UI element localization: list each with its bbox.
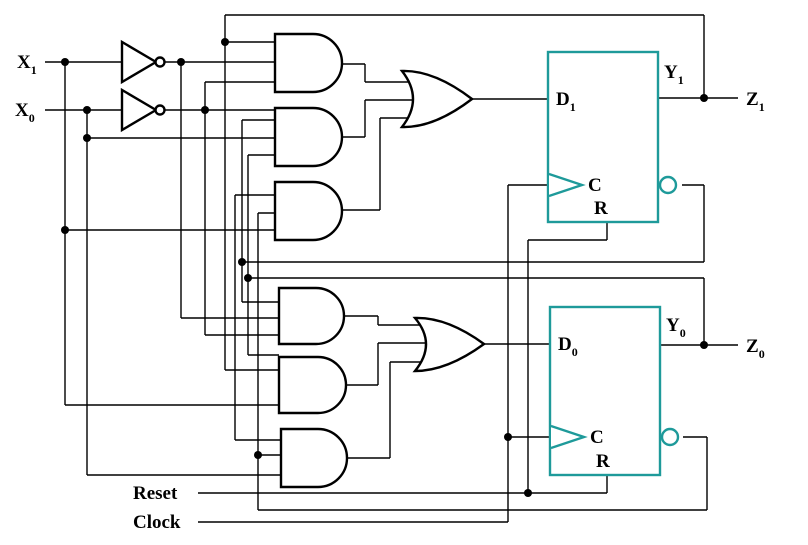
ff1-clock-label: C [588, 175, 602, 196]
input-label-x1: X1 [17, 52, 37, 77]
not-gate-x1 [120, 39, 166, 85]
and-gate-1 [273, 32, 344, 94]
wires [45, 14, 738, 523]
and-gate-2 [273, 106, 344, 168]
clock-label: Clock [133, 512, 181, 533]
ff0-reset-label: R [596, 451, 610, 472]
and-gate-5 [277, 355, 348, 415]
reset-label: Reset [133, 483, 178, 504]
or-gate-0 [412, 316, 487, 373]
ff1-q-label: Y1 [664, 62, 684, 87]
output-label-z1: Z1 [746, 89, 765, 114]
and-gate-3 [273, 180, 344, 242]
ff1-d-label: D1 [556, 89, 576, 114]
ff0-clock-label: C [590, 427, 604, 448]
flip-flop-0 [548, 305, 680, 477]
ff1-reset-label: R [594, 198, 608, 219]
flip-flop-1 [546, 50, 678, 224]
junction-dots [61, 38, 708, 497]
or-gate-1 [399, 69, 474, 129]
ff0-q-label: Y0 [666, 315, 686, 340]
and-gate-6 [279, 427, 349, 489]
input-label-x0: X0 [15, 100, 35, 125]
not-gate-x0 [120, 87, 166, 133]
and-gate-4 [277, 286, 346, 346]
ff0-d-label: D0 [558, 334, 578, 359]
output-label-z0: Z0 [746, 336, 765, 361]
